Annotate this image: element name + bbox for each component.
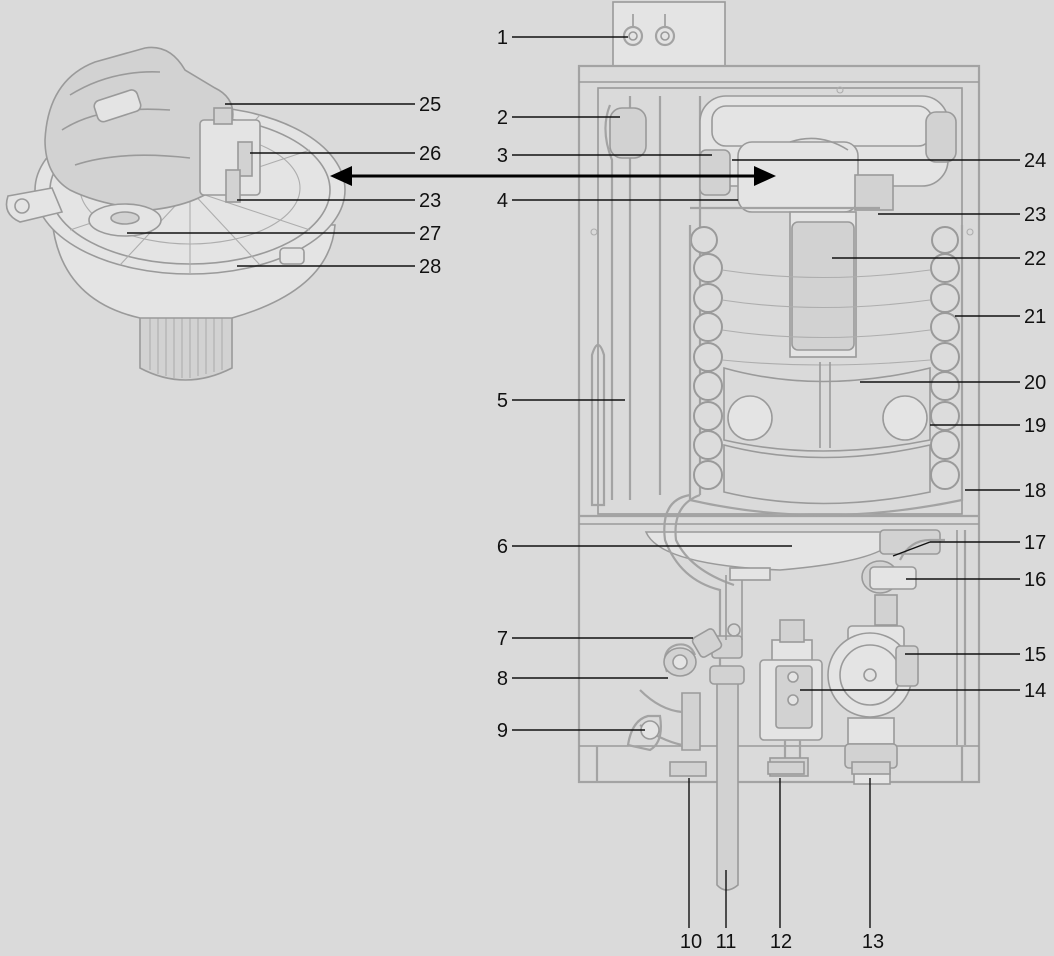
- label-23-left: 23: [419, 190, 441, 212]
- label-11: 11: [716, 931, 737, 953]
- label-16: 16: [1024, 569, 1046, 591]
- label-21: 21: [1024, 306, 1046, 328]
- label-18: 18: [1024, 480, 1046, 502]
- label-12: 12: [770, 931, 792, 953]
- label-9: 9: [497, 720, 508, 742]
- label-4: 4: [497, 190, 508, 212]
- label-28: 28: [419, 256, 441, 278]
- label-13: 13: [862, 931, 884, 953]
- label-2: 2: [497, 107, 508, 129]
- label-6: 6: [497, 536, 508, 558]
- label-17: 17: [1024, 532, 1046, 554]
- label-7: 7: [497, 628, 508, 650]
- label-19: 19: [1024, 415, 1046, 437]
- double-headed-arrow: [330, 166, 776, 186]
- label-5: 5: [497, 390, 508, 412]
- label-25: 25: [419, 94, 441, 116]
- label-10: 10: [680, 931, 702, 953]
- label-3: 3: [497, 145, 508, 167]
- label-23-right: 23: [1024, 204, 1046, 226]
- callout-lines: [127, 36, 1020, 928]
- label-8: 8: [497, 668, 508, 690]
- label-14: 14: [1024, 680, 1046, 702]
- label-27: 27: [419, 223, 441, 245]
- label-20: 20: [1024, 372, 1046, 394]
- label-22: 22: [1024, 248, 1046, 270]
- label-15: 15: [1024, 644, 1046, 666]
- label-24: 24: [1024, 150, 1046, 172]
- boiler-unit: [577, 1, 981, 891]
- callout-labels: 1 2 3 4 5 6 7 8 9 10 11 12 13 14 15 16 1…: [419, 27, 1046, 953]
- label-26: 26: [419, 143, 441, 165]
- burner-assembly-detail: [5, 46, 346, 381]
- label-1: 1: [497, 27, 508, 49]
